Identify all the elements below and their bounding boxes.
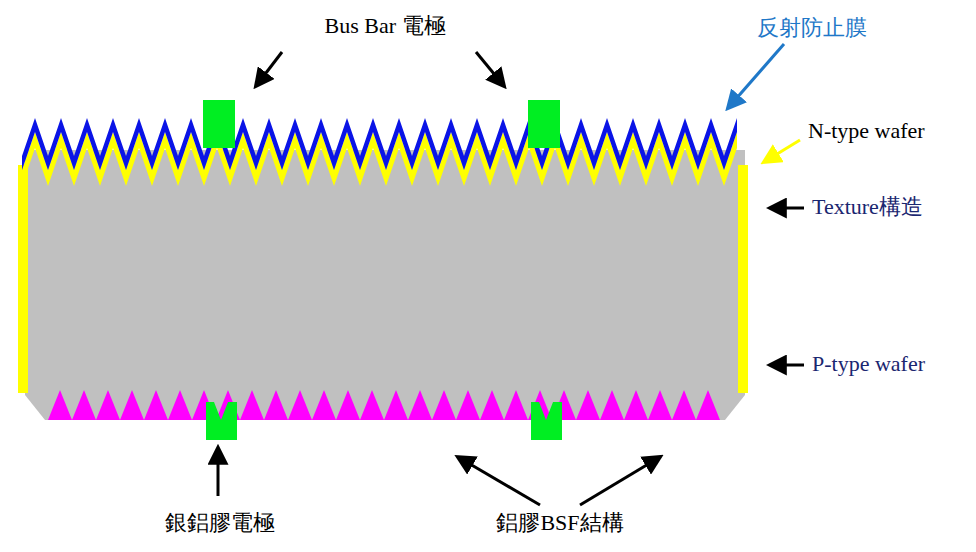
cell-body — [18, 100, 748, 440]
bsf-triangle — [72, 390, 96, 420]
n-layer-side — [18, 165, 28, 393]
bsf-triangle — [336, 390, 360, 420]
bsf-triangle — [96, 390, 120, 420]
p-type-wafer — [25, 150, 745, 420]
bsf-triangle — [360, 390, 384, 420]
bsf-triangle — [168, 390, 192, 420]
bsf-triangle — [648, 390, 672, 420]
bsf-label: 鋁膠BSF結構 — [496, 511, 623, 535]
bus-bar — [203, 100, 235, 148]
texture-label: Texture構造 — [812, 195, 923, 219]
bsf-triangle — [288, 390, 312, 420]
bus-bar-label: Bus Bar 電極 — [325, 14, 446, 38]
ag-al-electrode — [206, 402, 237, 440]
bsf-triangle — [696, 390, 720, 420]
bsf-triangle — [456, 390, 480, 420]
electrode-label: 銀鋁膠電極 — [165, 511, 275, 535]
bsf-triangle — [432, 390, 456, 420]
bsf-triangle — [120, 390, 144, 420]
bsf-triangle — [48, 390, 72, 420]
n-layer-side — [738, 165, 748, 393]
bsf-triangle — [408, 390, 432, 420]
bsf-triangle — [504, 390, 528, 420]
bus-bar — [528, 100, 560, 148]
bsf-triangle — [144, 390, 168, 420]
bsf-triangle — [672, 390, 696, 420]
bsf-triangle — [480, 390, 504, 420]
anti-reflection-label: 反射防止膜 — [757, 16, 867, 40]
bsf-triangle — [576, 390, 600, 420]
bsf-triangle — [600, 390, 624, 420]
anti-reflection-film — [22, 118, 737, 170]
ag-al-electrode — [531, 402, 562, 440]
bsf-triangle — [312, 390, 336, 420]
leader-arrows — [218, 44, 804, 505]
p-type-label: P-type wafer — [812, 352, 925, 376]
n-type-label: N-type wafer — [808, 119, 925, 143]
bsf-triangle — [240, 390, 264, 420]
bsf-triangle — [384, 390, 408, 420]
bsf-triangle — [264, 390, 288, 420]
bsf-triangle — [624, 390, 648, 420]
